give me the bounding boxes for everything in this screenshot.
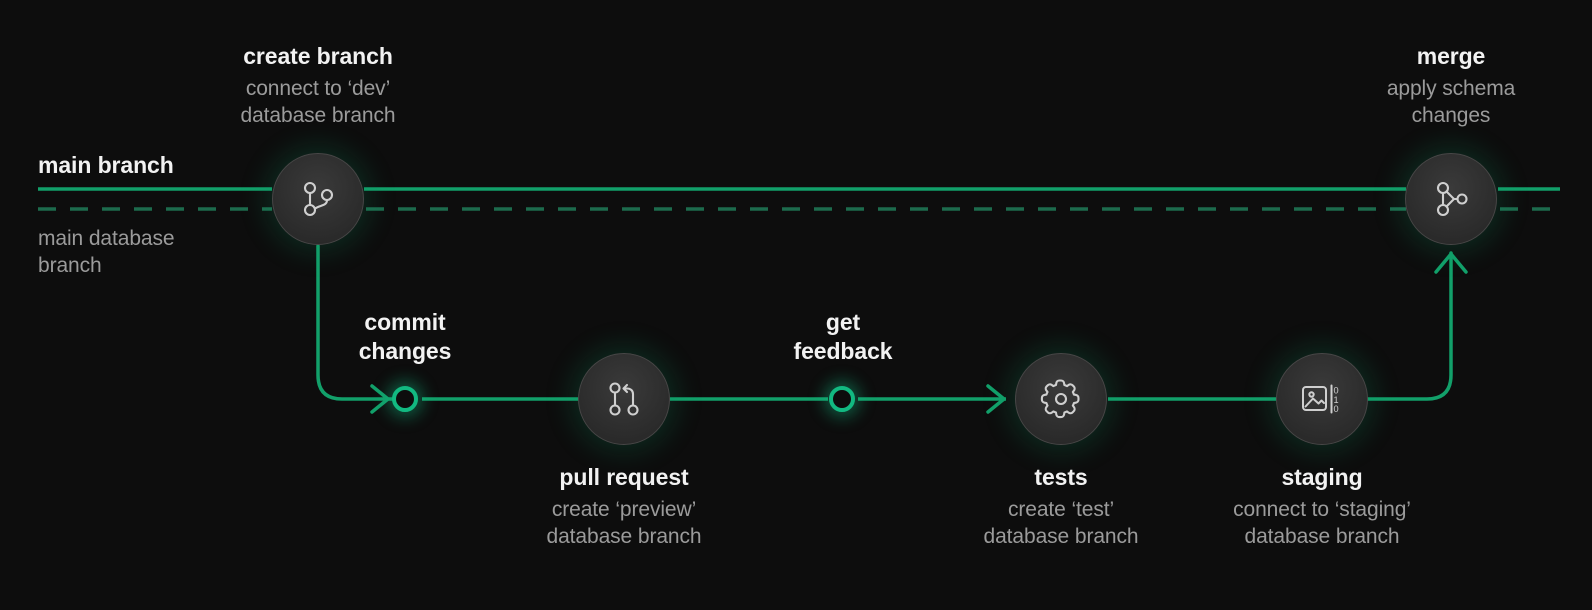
merge-title: merge bbox=[1416, 43, 1486, 69]
staging-digit-1: 0 bbox=[1333, 386, 1338, 396]
gear-icon bbox=[1037, 375, 1085, 423]
create-branch-label: create branch connect to ‘dev’ database … bbox=[168, 42, 468, 130]
main-branch-title: main branch bbox=[38, 152, 174, 178]
node-staging[interactable]: 0 1 0 bbox=[1276, 353, 1368, 445]
get-feedback-line2: feedback bbox=[793, 338, 893, 365]
pull-request-sub-line2: database branch bbox=[546, 525, 702, 549]
arrowhead-merge bbox=[1434, 252, 1468, 274]
get-feedback-label: get feedback bbox=[693, 308, 993, 367]
milestone-commit-changes[interactable] bbox=[392, 386, 418, 412]
arrowhead-commit-changes bbox=[370, 384, 390, 414]
git-pull-request-icon bbox=[600, 375, 648, 423]
node-tests[interactable] bbox=[1015, 353, 1107, 445]
merge-back-path bbox=[1366, 251, 1453, 401]
tests-title: tests bbox=[1034, 464, 1088, 490]
arrowhead-tests bbox=[986, 384, 1006, 414]
image-data-icon: 0 1 0 bbox=[1297, 374, 1347, 424]
tests-sub-line2: database branch bbox=[983, 525, 1139, 549]
pull-request-label: pull request create ‘preview’ database b… bbox=[474, 463, 774, 551]
main-database-branch-label: main database branch bbox=[38, 226, 175, 280]
node-pull-request[interactable] bbox=[578, 353, 670, 445]
commit-changes-label: commit changes bbox=[255, 308, 555, 367]
staging-sub-line1: connect to ‘staging’ bbox=[1233, 498, 1411, 522]
node-create-branch[interactable] bbox=[272, 153, 364, 245]
staging-sub-line2: database branch bbox=[1244, 525, 1400, 549]
commit-changes-line1: commit bbox=[364, 309, 446, 335]
main-database-branch-line1: main database bbox=[38, 227, 175, 250]
main-branch-label: main branch bbox=[38, 151, 174, 180]
git-branch-icon bbox=[294, 175, 342, 223]
pull-request-sub-line1: create ‘preview’ bbox=[551, 498, 697, 522]
staging-digit-2: 1 bbox=[1333, 395, 1338, 405]
create-branch-sub-line2: database branch bbox=[240, 104, 396, 128]
create-branch-title: create branch bbox=[243, 43, 393, 69]
main-database-branch-line2: branch bbox=[38, 253, 102, 277]
commit-changes-line2: changes bbox=[358, 338, 452, 365]
staging-label: staging connect to ‘staging’ database br… bbox=[1172, 463, 1472, 551]
create-branch-sub-line1: connect to ‘dev’ bbox=[245, 77, 391, 101]
milestone-get-feedback[interactable] bbox=[829, 386, 855, 412]
tests-label: tests create ‘test’ database branch bbox=[911, 463, 1211, 551]
git-merge-icon bbox=[1427, 175, 1475, 223]
merge-sub-line1: apply schema bbox=[1386, 77, 1516, 101]
pull-request-title: pull request bbox=[559, 464, 689, 490]
staging-digit-3: 0 bbox=[1333, 404, 1338, 414]
tests-sub-line1: create ‘test’ bbox=[1007, 498, 1115, 522]
merge-label: merge apply schema changes bbox=[1301, 42, 1592, 130]
node-merge[interactable] bbox=[1405, 153, 1497, 245]
staging-title: staging bbox=[1281, 464, 1363, 490]
merge-sub-line2: changes bbox=[1411, 104, 1491, 128]
get-feedback-line1: get bbox=[825, 309, 861, 335]
